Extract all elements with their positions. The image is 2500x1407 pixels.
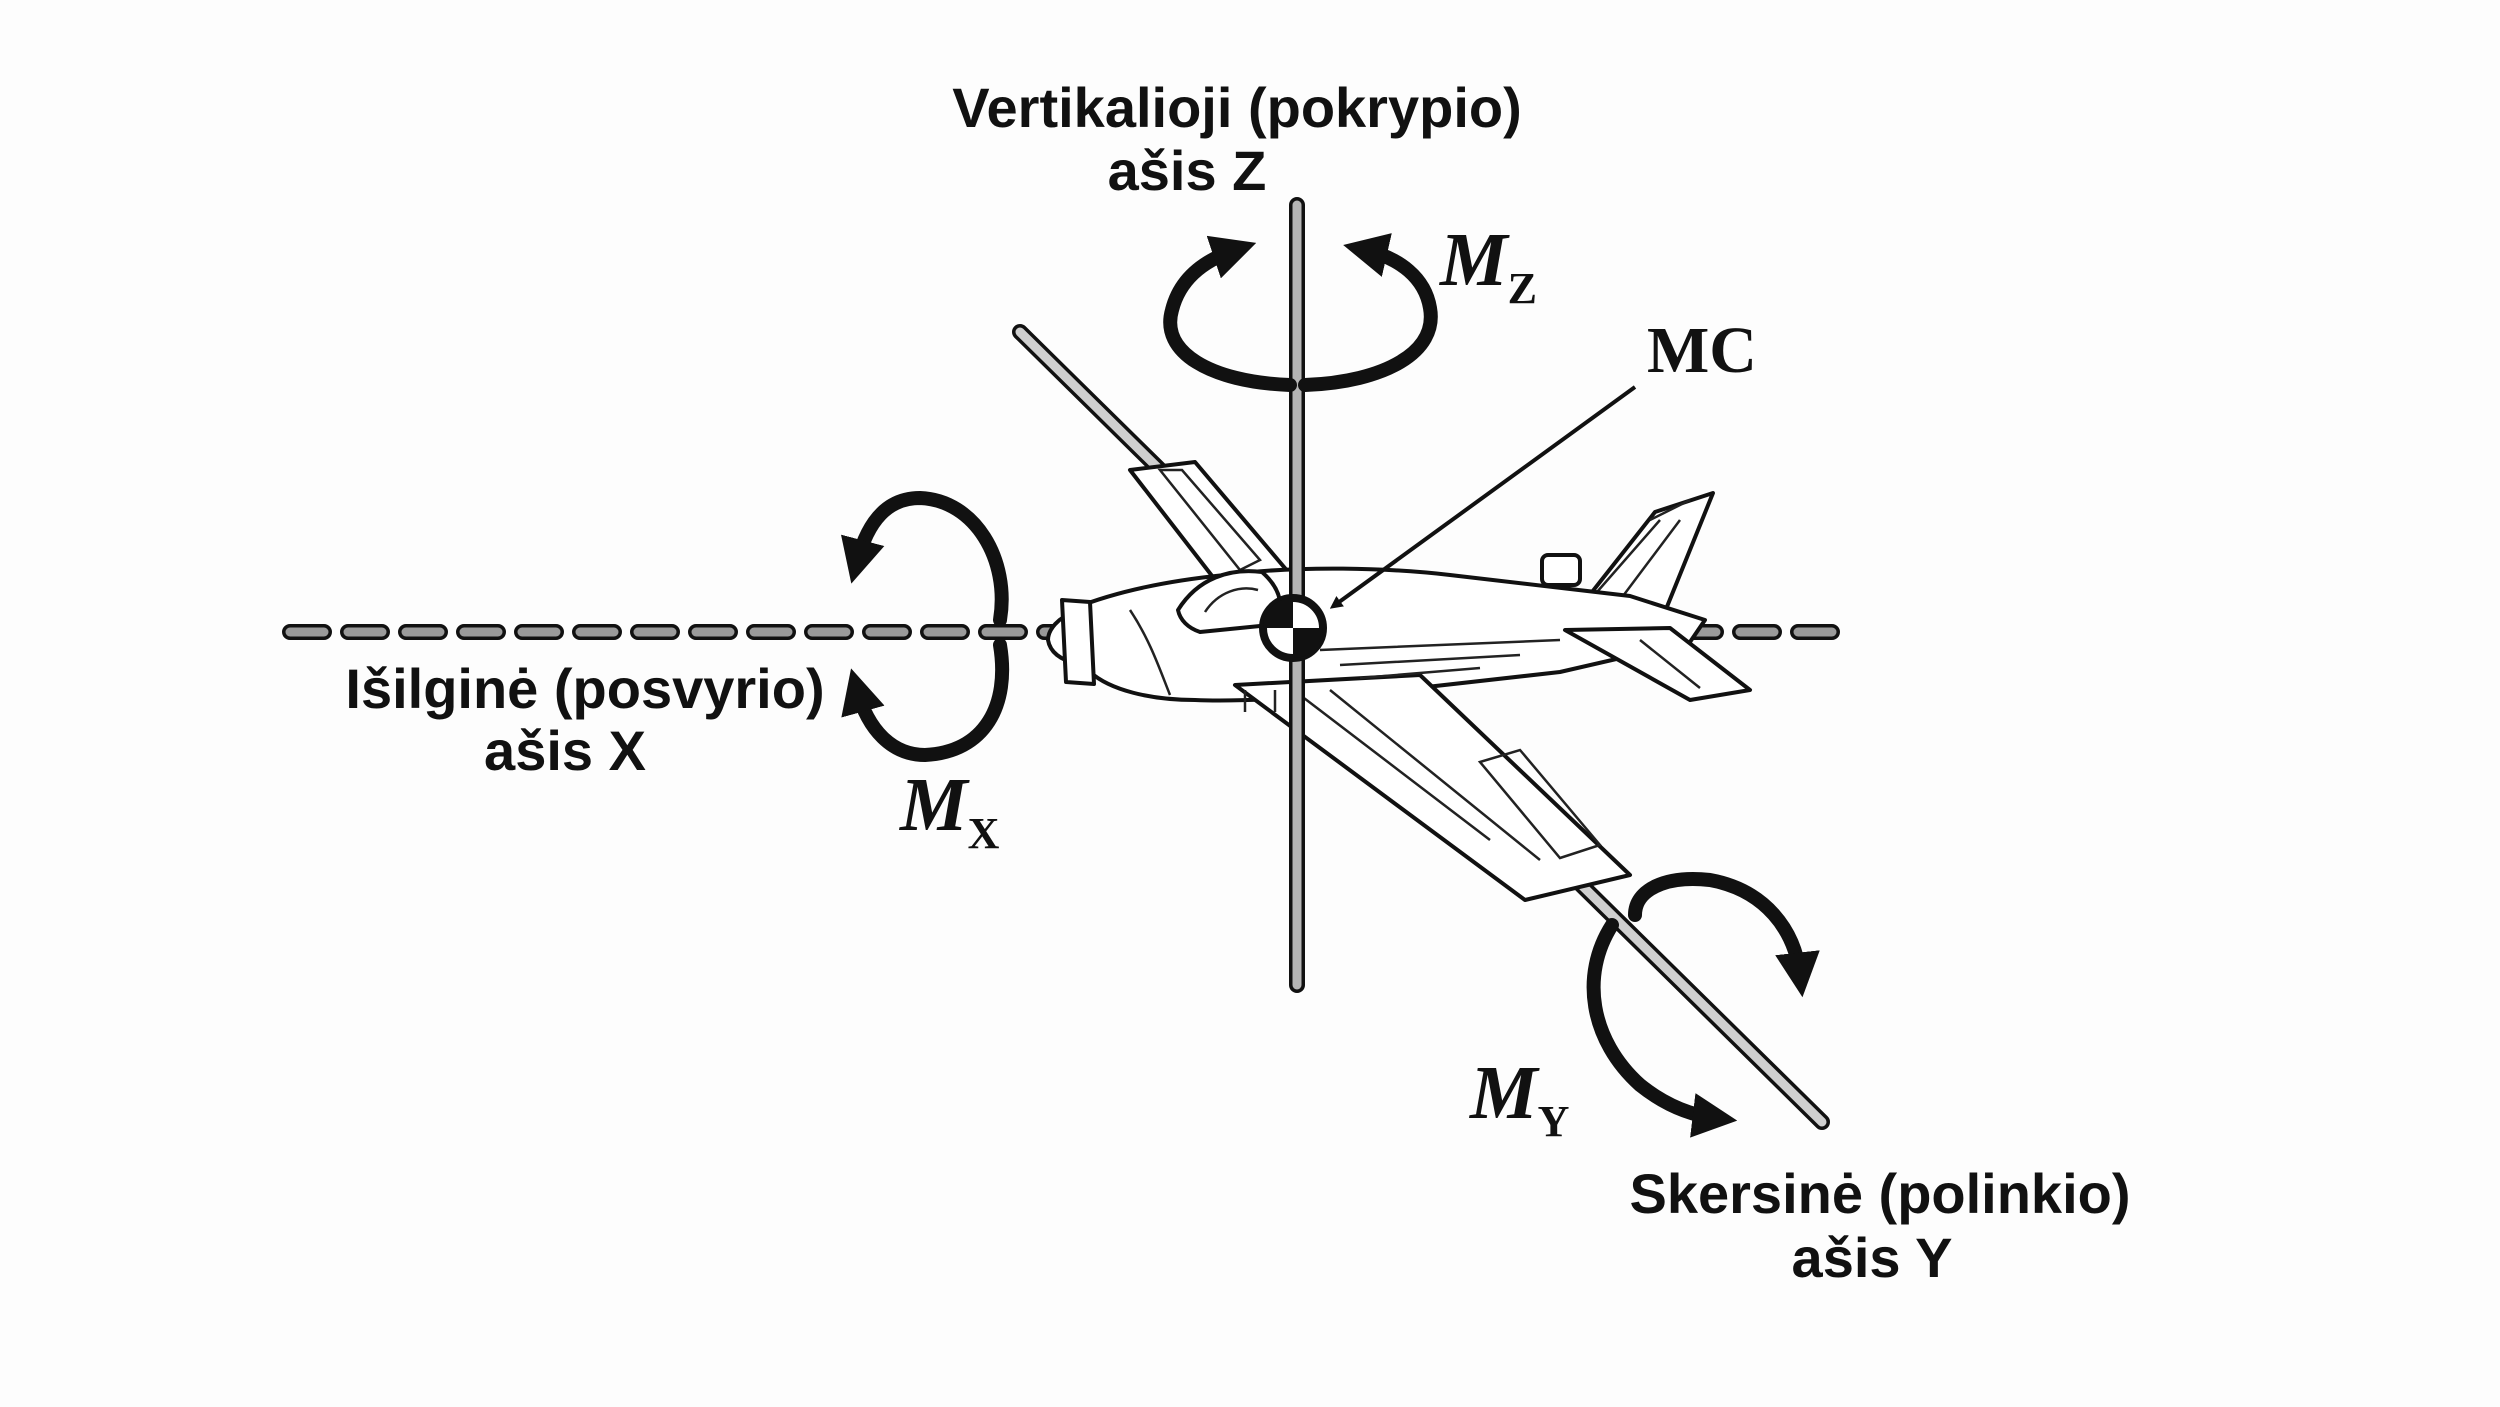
moment-x-subscript: X <box>968 809 1000 858</box>
moment-z-subscript: Z <box>1508 264 1537 313</box>
vertical-axis-label-line2: ašis Z <box>1108 139 1267 202</box>
center-of-mass-label: MC <box>1647 314 1757 387</box>
aircraft-illustration <box>1046 460 1752 902</box>
center-of-mass-symbol <box>1259 594 1327 662</box>
longitudinal-axis-label-line2: ašis X <box>484 719 646 782</box>
moment-y-label: MY <box>1469 1051 1569 1146</box>
moment-z-symbol: M <box>1439 218 1510 302</box>
moment-x-arrow-lower <box>841 638 1010 763</box>
moment-z-label: MZ <box>1439 218 1537 313</box>
moment-x-symbol: M <box>899 763 970 847</box>
moment-z-arrow-left <box>1163 235 1297 392</box>
vertical-axis-label-line1: Vertikalioji (pokrypio) <box>952 76 1521 139</box>
moment-x-label: MX <box>899 763 1000 858</box>
moment-y-symbol: M <box>1469 1051 1540 1135</box>
center-of-mass-pointer <box>1329 385 1637 609</box>
longitudinal-axis-label-line1: Išilginė (posvyrio) <box>345 657 824 720</box>
moment-z-arrow-right <box>1298 233 1438 392</box>
moment-y-subscript: Y <box>1538 1097 1570 1146</box>
lateral-axis-label-line1: Skersinė (polinkio) <box>1630 1162 2131 1225</box>
moment-x-arrow-upper <box>841 490 1009 627</box>
lateral-axis-label-line2: ašis Y <box>1792 1226 1953 1289</box>
moment-y-arrow-upper <box>1628 872 1820 998</box>
moment-y-arrow-lower <box>1586 918 1738 1138</box>
